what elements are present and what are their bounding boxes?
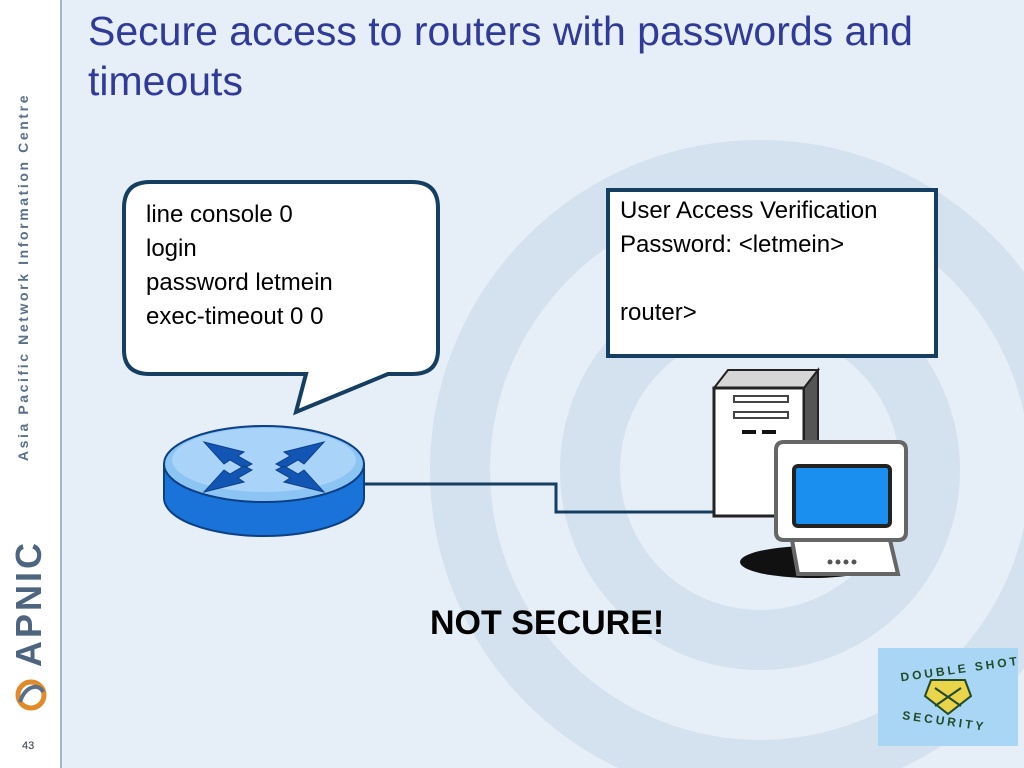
slide-title: Secure access to routers with passwords … [88,8,913,104]
config-text: line console 0 login password letmein ex… [146,198,333,334]
config-line: login [146,235,197,262]
terminal-line: Password: <letmein> [620,231,845,258]
not-secure-warning: NOT SECURE! [430,604,665,642]
config-line: line console 0 [146,201,293,228]
apnic-logo-icon [15,679,47,711]
terminal-prompt: router> [620,299,697,326]
router-icon [163,425,365,537]
desktop-computer-icon [712,367,908,578]
page-number: 43 [22,740,35,752]
config-line: exec-timeout 0 0 [146,303,324,330]
terminal-blank-line [620,262,934,296]
double-shot-security-logo: DOUBLE SHOT SECURITY [878,648,1021,746]
shield-icon [923,679,973,716]
config-line: password letmein [146,269,333,296]
sidebar: Asia Pacific Network Information Centre … [0,0,62,768]
config-bubble [122,180,440,416]
terminal-line: User Access Verification [620,197,878,224]
terminal-window: User Access Verification Password: <letm… [606,188,938,358]
